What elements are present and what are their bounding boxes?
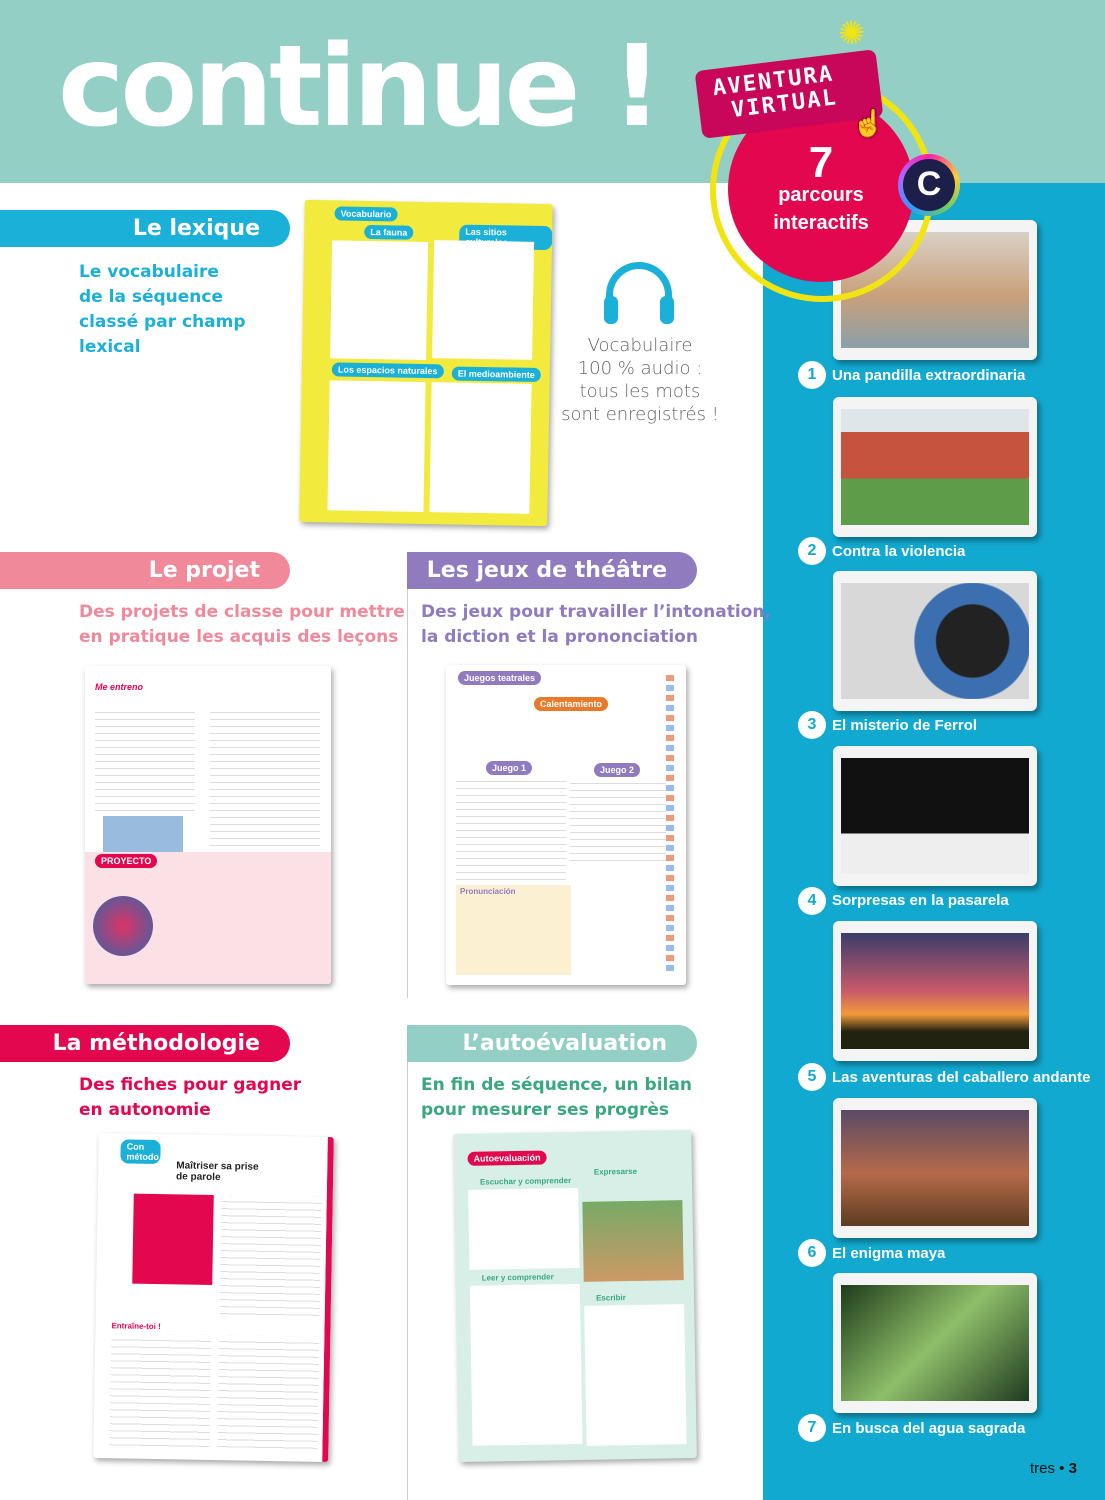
pointer-hand-icon: ☝ bbox=[852, 108, 885, 138]
desc-line: en autonomie bbox=[79, 1100, 211, 1120]
parcours-6-thumbnail[interactable] bbox=[833, 1098, 1037, 1238]
desc-line: la diction et la prononciation bbox=[421, 627, 698, 647]
autoevaluation-page-preview: Autoevaluación Escuchar y comprender Exp… bbox=[453, 1129, 697, 1463]
parcours-5-number: 5 bbox=[798, 1063, 826, 1091]
page-number: tres • 3 bbox=[1030, 1460, 1077, 1477]
desc-line: lexical bbox=[79, 337, 141, 357]
page-label: Pronunciación bbox=[460, 887, 516, 896]
note-line: sont enregistrés ! bbox=[561, 404, 719, 425]
parcours-3-thumbnail[interactable] bbox=[833, 571, 1037, 711]
desc-line: En fin de séquence, un bilan bbox=[421, 1075, 692, 1095]
desc-line: Des jeux pour travailler l’intonation, bbox=[421, 602, 771, 622]
page-label: Juego 1 bbox=[486, 761, 533, 775]
divider bbox=[407, 588, 408, 998]
autoevaluation-description: En fin de séquence, un bilan pour mesure… bbox=[421, 1073, 692, 1123]
tab-lexique: Le lexique bbox=[0, 210, 290, 247]
desc-line: en pratique les acquis des leçons bbox=[79, 627, 399, 647]
page-title: continue ! bbox=[58, 22, 662, 152]
projet-description: Des projets de classe pour mettre en pra… bbox=[79, 600, 405, 650]
parcours-7-number: 7 bbox=[798, 1414, 826, 1442]
page-label: La fauna bbox=[364, 224, 414, 240]
desc-line: Des fiches pour gagner bbox=[79, 1075, 302, 1095]
page-label: Los espacios naturales bbox=[331, 362, 444, 379]
page-label: Me entreno bbox=[95, 682, 144, 692]
methodologie-description: Des fiches pour gagner en autonomie bbox=[79, 1073, 301, 1123]
page-label: Autoevaluación bbox=[467, 1150, 547, 1166]
parcours-4-number: 4 bbox=[798, 887, 826, 915]
page-label: Calentamiento bbox=[534, 697, 609, 711]
note-line: 100 % audio : bbox=[577, 358, 703, 379]
parcours-5-thumbnail[interactable] bbox=[833, 921, 1037, 1061]
page-label: Juegos teatrales bbox=[458, 671, 542, 685]
parcours-1-number: 1 bbox=[798, 361, 826, 389]
audio-note: Vocabulaire 100 % audio : tous les mots … bbox=[560, 334, 720, 426]
page-label: Con método bbox=[120, 1139, 161, 1165]
parcours-4-label[interactable]: Sorpresas en la pasarela bbox=[832, 892, 1009, 909]
headphones-icon bbox=[606, 262, 672, 322]
theatre-description: Des jeux pour travailler l’intonation, l… bbox=[421, 600, 771, 650]
page-num: 3 bbox=[1068, 1460, 1077, 1477]
page-label: Leer y comprender bbox=[481, 1272, 554, 1283]
page-word: tres bbox=[1030, 1460, 1056, 1477]
tab-methodologie: La méthodologie bbox=[0, 1025, 290, 1062]
desc-line: Le vocabulaire bbox=[79, 262, 219, 282]
tab-projet: Le projet bbox=[0, 552, 290, 589]
tab-theatre: Les jeux de théâtre bbox=[407, 552, 697, 589]
parcours-3-label[interactable]: El misterio de Ferrol bbox=[832, 717, 978, 734]
desc-line: classé par champ bbox=[79, 312, 246, 332]
parcours-2-number: 2 bbox=[798, 537, 826, 565]
desc-line: Des projets de classe pour mettre bbox=[79, 602, 405, 622]
page-label: PROYECTO bbox=[95, 854, 158, 868]
desc-line: pour mesurer ses progrès bbox=[421, 1100, 670, 1120]
methodologie-page-preview: Con método Maîtriser sa prise de parole … bbox=[93, 1132, 334, 1463]
parcours-1-label[interactable]: Una pandilla extraordinaria bbox=[832, 367, 1026, 384]
page-label: Expresarse bbox=[593, 1166, 638, 1177]
page-label: Escribir bbox=[595, 1293, 626, 1303]
divider bbox=[407, 1060, 408, 1500]
parcours-3-number: 3 bbox=[798, 711, 826, 739]
desc-line: de la séquence bbox=[79, 287, 223, 307]
badge-text-2: interactifs bbox=[773, 212, 869, 234]
lexique-description: Le vocabulaire de la séquence classé par… bbox=[79, 260, 246, 360]
headphones-icon-cups bbox=[660, 296, 674, 324]
lexique-page-preview: Vocabulario La fauna Las sitios cultural… bbox=[299, 199, 553, 527]
projet-page-preview: Me entreno PROYECTO bbox=[85, 666, 331, 984]
page-label: Maîtriser sa prise de parole bbox=[176, 1160, 259, 1184]
page-label: Escuchar y comprender bbox=[479, 1176, 572, 1187]
parcours-6-number: 6 bbox=[798, 1239, 826, 1267]
page-label: Entraîne-toi ! bbox=[111, 1321, 161, 1332]
badge-text-1: parcours bbox=[778, 184, 864, 206]
parcours-7-label[interactable]: En busca del agua sagrada bbox=[832, 1420, 1026, 1437]
page-label: El medioambiente bbox=[451, 366, 541, 383]
note-line: tous les mots bbox=[579, 381, 701, 402]
app-logo-icon: C bbox=[898, 154, 960, 216]
badge-count: 7 bbox=[808, 138, 834, 187]
parcours-4-thumbnail[interactable] bbox=[833, 746, 1037, 886]
page-label: Juego 2 bbox=[594, 763, 641, 777]
tab-autoevaluation: L’autoévaluation bbox=[407, 1025, 697, 1062]
parcours-2-label[interactable]: Contra la violencia bbox=[832, 543, 966, 560]
parcours-6-label[interactable]: El enigma maya bbox=[832, 1245, 946, 1262]
headphones-icon-cups bbox=[604, 296, 618, 324]
parcours-5-label[interactable]: Las aventuras del caballero andante bbox=[832, 1069, 1091, 1086]
theatre-page-preview: Juegos teatrales Calentamiento Juego 1 J… bbox=[446, 665, 686, 985]
parcours-7-thumbnail[interactable] bbox=[833, 1273, 1037, 1413]
parcours-2-thumbnail[interactable] bbox=[833, 397, 1037, 537]
note-line: Vocabulaire bbox=[587, 335, 693, 356]
page-label: Vocabulario bbox=[334, 206, 398, 222]
